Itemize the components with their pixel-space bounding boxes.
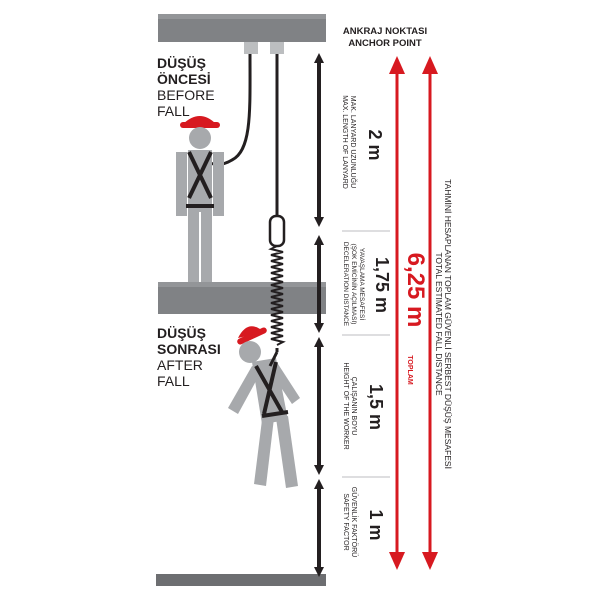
total-text-tr: TAHMİNİ HESAPLANAN TOPLAM GÜVENLİ SERBES…: [443, 179, 453, 469]
lanyard-hook: [268, 214, 286, 248]
middle-beam: [158, 282, 326, 314]
segment-4-text-en: SAFETY FACTOR: [342, 493, 349, 550]
worker-after-figure: [228, 326, 300, 488]
segment-2-text-en: DECELERATION DISTANCE: [342, 242, 349, 327]
total-text-en: TOTAL ESTIMATED FALL DISTANCE: [434, 252, 444, 396]
worker-before-figure: [176, 116, 224, 282]
anchor-label-tr: ANKRAJ NOKTASI: [343, 26, 427, 37]
after-fall-en-2: FALL: [157, 373, 190, 389]
after-fall-tr-2: SONRASI: [157, 341, 221, 357]
before-fall-tr-1: DÜŞÜŞ: [157, 55, 206, 71]
after-fall-en-1: AFTER: [157, 357, 203, 373]
helmet-after-icon: [238, 326, 264, 338]
segment-3-text-en: HEIGHT OF THE WORKER: [342, 362, 349, 449]
total-value: 6,25 m: [402, 253, 429, 328]
middle-beam-flange: [158, 282, 326, 287]
segment-1-text-tr: MAK. LANYARD UZUNLUĞU: [349, 96, 358, 188]
segment-2-text-tr-2: (ŞOK EMİCİNİN AÇILMASI): [350, 244, 359, 325]
lanyard-before: [204, 53, 252, 166]
top-beam-flange: [158, 14, 326, 19]
anchor-bracket-right: [270, 42, 284, 54]
before-fall-en-2: FALL: [157, 103, 190, 119]
anchor-label-en: ANCHOR POINT: [348, 38, 422, 49]
ground-line: [156, 574, 326, 586]
harness-before: [186, 151, 214, 208]
segment-4-text-tr: GÜVENLİK FAKTÖRÜ: [350, 487, 359, 557]
segment-2-value: 1,75 m: [372, 257, 392, 313]
segment-2-text-tr-1: YAVAŞLAMA MESAFESİ: [358, 248, 367, 320]
segment-3-text-tr: ÇALIŞANIN BOYU: [350, 377, 357, 436]
anchor-bracket-left: [244, 42, 258, 54]
segment-1-value: 2 m: [365, 129, 385, 160]
shock-absorber-coil: [268, 245, 286, 346]
before-fall-tr-2: ÖNCESİ: [157, 71, 211, 87]
segment-3-value: 1,5 m: [366, 384, 386, 430]
after-fall-tr-1: DÜŞÜŞ: [157, 325, 206, 341]
segment-1-text-en: MAX. LENGTH OF LANYARD: [341, 95, 348, 189]
before-fall-en-1: BEFORE: [157, 87, 215, 103]
segment-4-value: 1 m: [366, 509, 386, 540]
harness-after: [254, 361, 289, 418]
total-suffix: TOPLAM: [406, 355, 413, 385]
